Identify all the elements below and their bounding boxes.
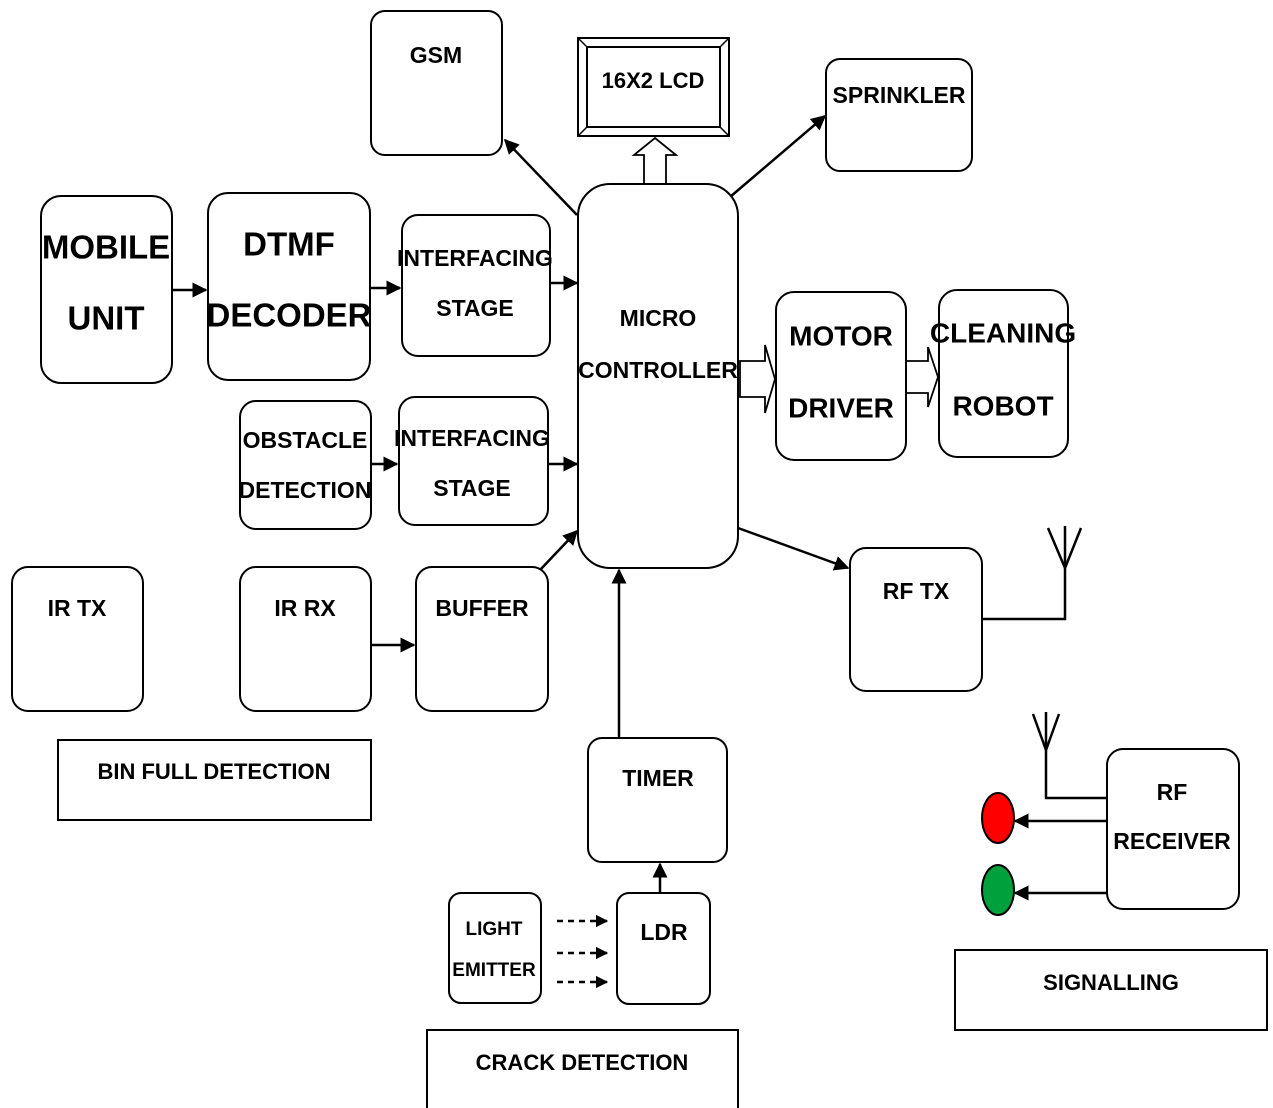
lcd-display: 16X2 LCD: [577, 37, 730, 137]
rf-receiver-label-line1: RF: [1157, 779, 1188, 805]
dtmf-decoder-label-line1: DTMF: [243, 226, 335, 263]
motor-driver-block: [775, 291, 907, 461]
signalling-label: SIGNALLING: [1043, 970, 1179, 995]
light-emitter-label-line1: LIGHT: [466, 919, 523, 940]
mobile-unit-block: [40, 195, 173, 384]
ldr-block: [616, 892, 711, 1005]
gsm-label: GSM: [410, 42, 462, 68]
signalling-frame: [954, 949, 1268, 1031]
ir-tx-label: IR TX: [48, 595, 107, 621]
rf-receiver-antenna-icon: [1031, 712, 1107, 800]
ir-rx-block: [239, 566, 372, 712]
motor-driver-label-line2: DRIVER: [788, 392, 894, 423]
cleaning-robot-label-line1: CLEANING: [930, 317, 1076, 348]
microcontroller-block: [577, 183, 739, 569]
mobile-unit-label-line2: UNIT: [68, 300, 145, 337]
red-indicator-light: [981, 792, 1015, 844]
interfacing-stage-2-block: [398, 396, 549, 526]
ldr-label: LDR: [640, 919, 688, 945]
bin-full-detection-label: BIN FULL DETECTION: [97, 759, 330, 784]
bin-full-detection-frame: [57, 739, 372, 821]
crack-detection-label: CRACK DETECTION: [476, 1050, 689, 1075]
light-emitter-block: [448, 892, 542, 1004]
obstacle-detection-block: [239, 400, 372, 530]
arrow-mcu-to-rftx: [737, 526, 850, 571]
dtmf-decoder-block: [207, 192, 371, 381]
hollow-arrow-mcu-to-motor: [739, 344, 776, 414]
arrow-mcu-to-sprinkler: [729, 115, 827, 198]
crack-detection-frame: [426, 1029, 739, 1108]
buffer-label: BUFFER: [435, 595, 529, 621]
lcd-label: 16X2 LCD: [602, 68, 705, 93]
arrow-mcu-to-gsm: [503, 138, 578, 216]
cleaning-robot-label-line2: ROBOT: [952, 390, 1053, 421]
microcontroller-label-line1: MICRO: [620, 305, 697, 331]
sprinkler-block: [825, 58, 973, 172]
interfacing-stage-1-label-line2: STAGE: [436, 295, 514, 321]
arrow-buffer-to-mcu: [539, 529, 579, 571]
dtmf-decoder-label-line2: DECODER: [206, 297, 371, 334]
microcontroller-label-line2: CONTROLLER: [578, 357, 738, 383]
interfacing-stage-2-label-line2: STAGE: [433, 475, 511, 501]
rf-receiver-block: [1106, 748, 1240, 910]
sprinkler-label: SPRINKLER: [833, 82, 966, 108]
hollow-arrow-mcu-to-lcd: [631, 136, 679, 185]
motor-driver-label-line1: MOTOR: [789, 320, 893, 351]
interfacing-stage-1-label-line1: INTERFACING: [397, 245, 553, 271]
rf-tx-block: [849, 547, 983, 692]
obstacle-detection-label-line2: DETECTION: [239, 477, 372, 503]
interfacing-stage-1-block: [401, 214, 551, 357]
mobile-unit-label-line1: MOBILE: [42, 229, 170, 266]
ir-tx-block: [11, 566, 144, 712]
gsm-block: [370, 10, 503, 156]
green-indicator-light: [981, 864, 1015, 916]
light-emitter-label-line2: EMITTER: [452, 960, 536, 981]
timer-label: TIMER: [622, 765, 694, 791]
ir-rx-label: IR RX: [274, 595, 336, 621]
timer-block: [587, 737, 728, 863]
rf-tx-label: RF TX: [883, 578, 950, 604]
rf-tx-antenna-icon: [982, 526, 1083, 621]
interfacing-stage-2-label-line1: INTERFACING: [394, 425, 550, 451]
hollow-arrow-motor-to-robot: [905, 346, 939, 408]
cleaning-robot-block: [938, 289, 1069, 458]
buffer-block: [415, 566, 549, 712]
rf-receiver-label-line2: RECEIVER: [1113, 828, 1231, 854]
obstacle-detection-label-line1: OBSTACLE: [243, 427, 368, 453]
